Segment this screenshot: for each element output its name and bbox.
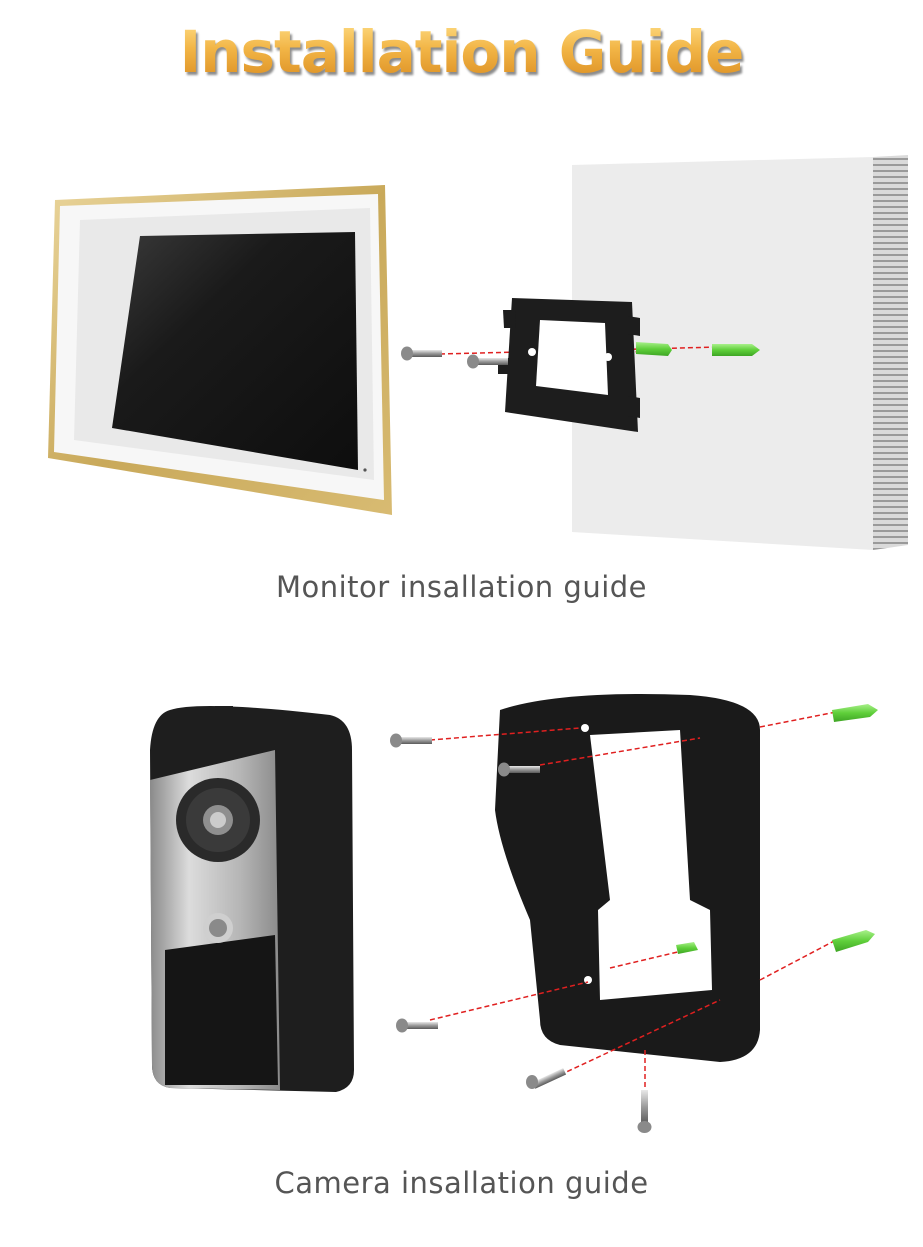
monitor-caption: Monitor insallation guide — [275, 570, 648, 604]
screw-icon — [526, 1068, 567, 1089]
monitor-installation-illustration — [48, 155, 908, 550]
doorbell-camera-illustration — [150, 706, 354, 1092]
guide-lines — [429, 711, 837, 1100]
screw-icon — [396, 1018, 438, 1033]
rain-cover-illustration — [495, 694, 760, 1062]
wall-anchor-icon — [832, 930, 875, 952]
screw-icon — [467, 354, 508, 369]
wall-anchor-icon — [676, 942, 698, 954]
screw-icon — [390, 733, 432, 748]
wall-anchor-icon — [712, 344, 760, 356]
page-title: Installation Guide — [0, 18, 923, 86]
camera-installation-illustration — [150, 694, 878, 1133]
screw-icon — [498, 762, 540, 777]
wall-anchor-icon — [832, 704, 878, 722]
camera-caption: Camera insallation guide — [274, 1166, 649, 1200]
mounting-bracket-illustration — [498, 298, 640, 432]
monitor-illustration — [48, 185, 392, 515]
wall-anchor-icon — [636, 342, 672, 356]
screw-icon — [637, 1090, 652, 1133]
screw-icon — [401, 346, 442, 361]
